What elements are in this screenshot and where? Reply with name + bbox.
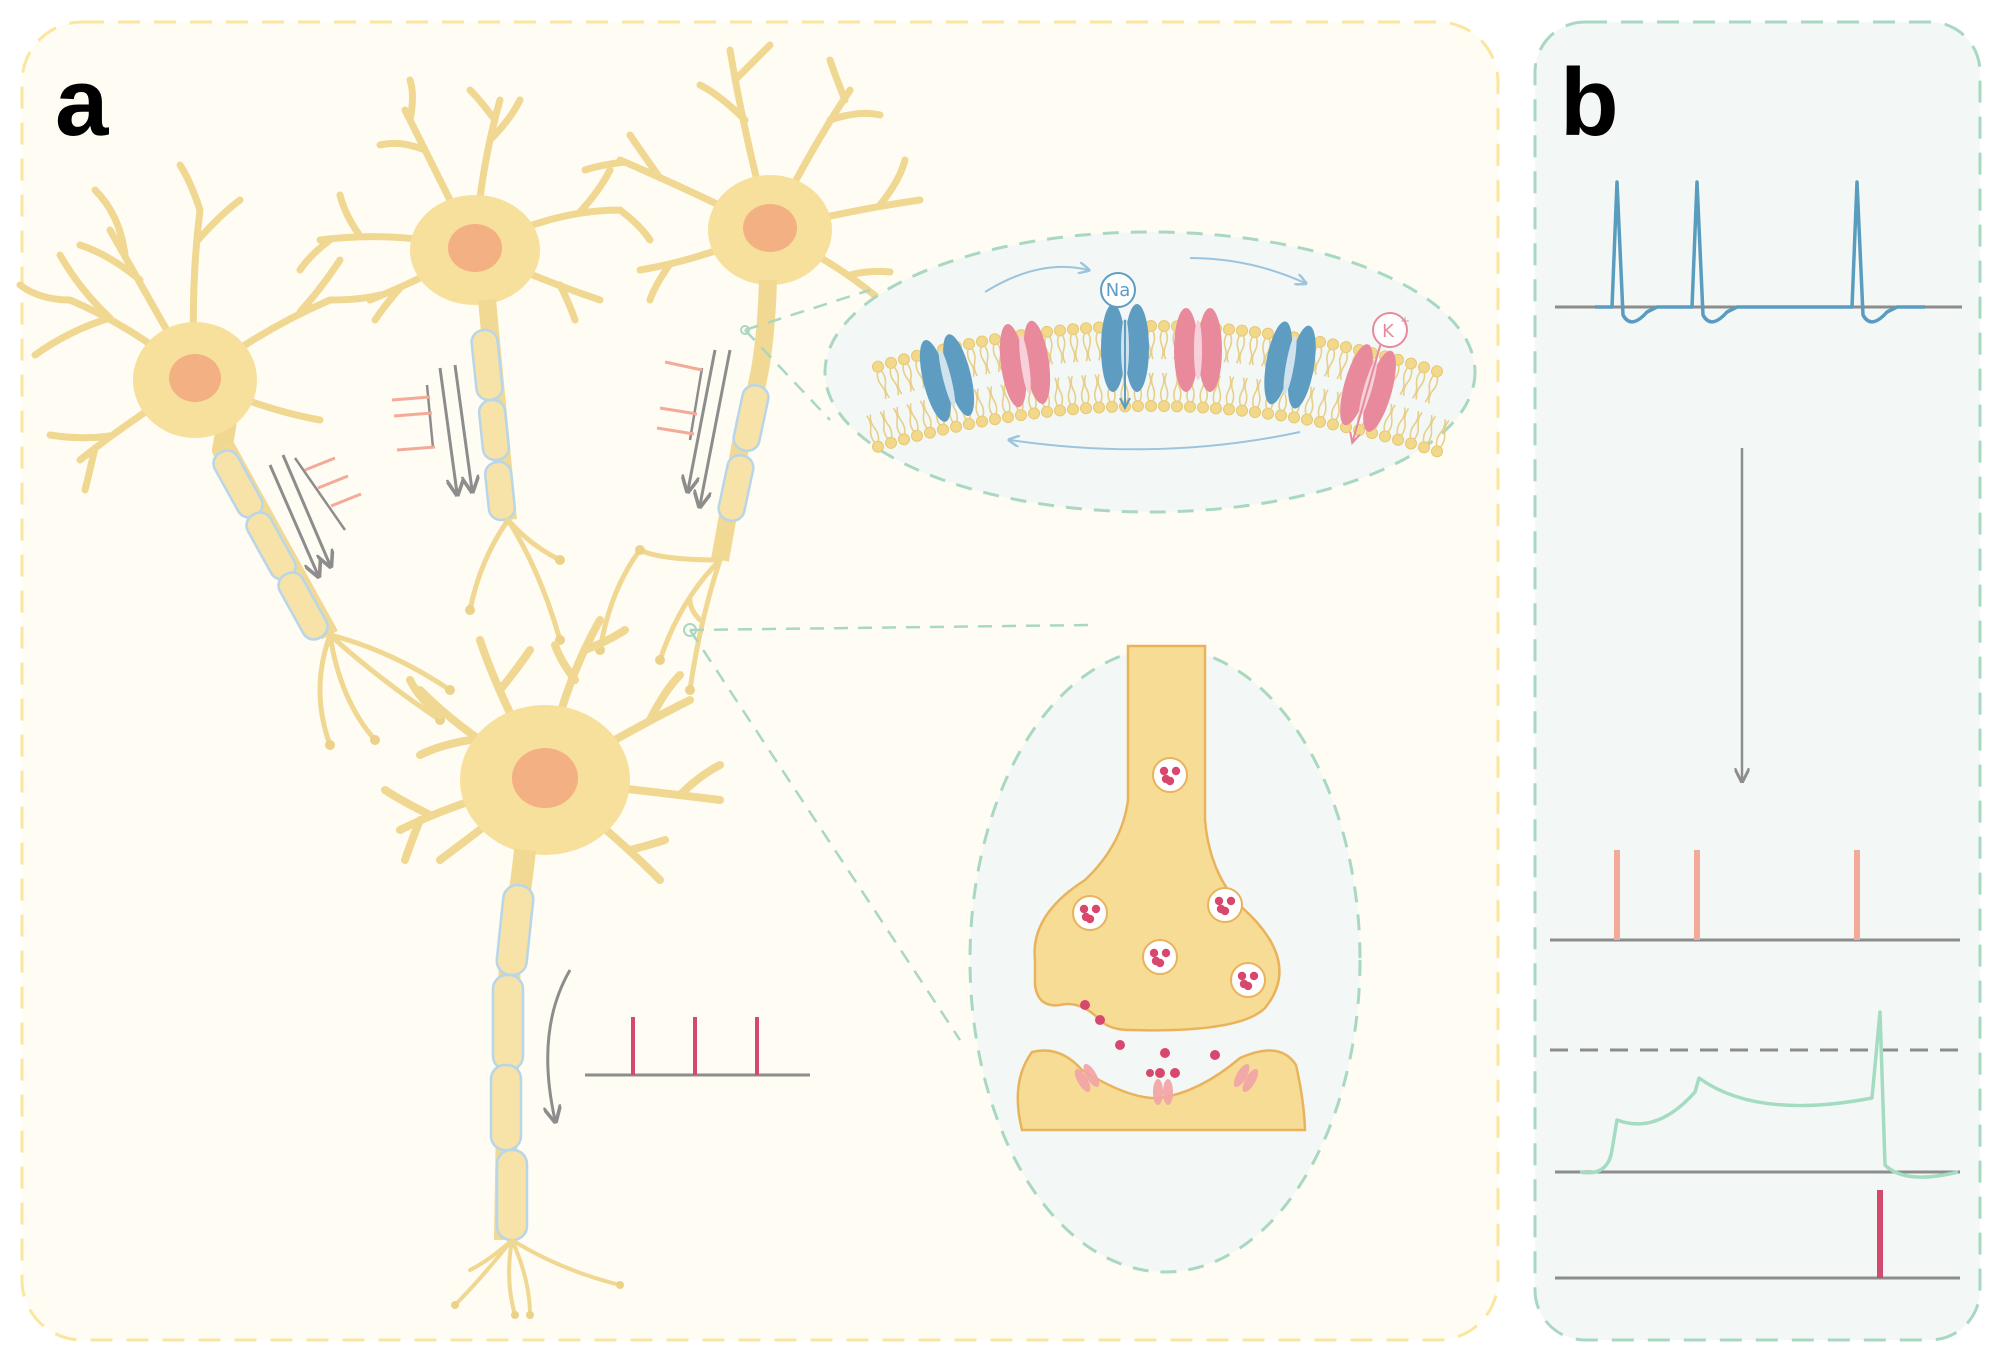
- presynaptic-terminal: [1033, 644, 1281, 1032]
- panel-b-frame: [1533, 20, 1982, 1342]
- panel-a-label: a: [55, 49, 109, 156]
- callout-lines: [688, 288, 1091, 1041]
- input-spikes-middle: [391, 384, 436, 452]
- neuron-left-nucleus: [169, 354, 221, 402]
- membrane-arrows: [984, 257, 1305, 451]
- input-spikes-right: [656, 360, 704, 441]
- sodium-ion-label: Na: [1106, 280, 1131, 301]
- membrane-callout: Na K +: [823, 230, 1477, 514]
- sodium-channel-3: [1264, 321, 1316, 409]
- converted-spike-train: [1614, 850, 1860, 940]
- vesicle-icon: [1207, 887, 1243, 923]
- input-spike-trace: [1595, 180, 1925, 324]
- sodium-channel-2: [1101, 304, 1149, 411]
- vesicle-icon: [1230, 962, 1266, 998]
- potassium-ion-icon: K +: [1372, 312, 1410, 348]
- membrane-potential-trace: [1579, 1010, 1959, 1179]
- vesicle-icon: [1152, 757, 1188, 793]
- panel-a: a: [16, 20, 1500, 1342]
- converging-terminals: [317, 517, 723, 748]
- neuron-right-axon: [711, 279, 777, 562]
- synapse-callout: [968, 644, 1362, 1274]
- panel-b: b: [1533, 20, 1982, 1342]
- neurotransmitters: [1080, 1000, 1220, 1078]
- neuron-bottom-axon: [489, 848, 536, 1242]
- neuron-right-nucleus: [743, 204, 797, 252]
- input-spikes-left: [293, 456, 362, 531]
- neuron-bottom-nucleus: [512, 748, 578, 808]
- receptors: [1074, 1063, 1259, 1105]
- potassium-channel-3: [1340, 334, 1396, 445]
- neuron-middle-axon: [470, 299, 517, 522]
- input-arrow-middle: [438, 364, 472, 493]
- vesicle-icon: [1072, 895, 1108, 931]
- panel-b-label: b: [1560, 49, 1619, 156]
- neuron-left-axon: [212, 440, 338, 641]
- output-arrow-bottom: [548, 969, 572, 1120]
- neuron-middle-nucleus: [448, 224, 502, 272]
- bottom-terminal-boutons: [451, 1281, 624, 1319]
- sodium-ion-icon: Na: [1100, 272, 1136, 308]
- potassium-channel-2: [1174, 308, 1222, 392]
- sodium-channel-1: [919, 334, 975, 422]
- vesicle-icon: [1142, 939, 1178, 975]
- potassium-ion-label: K: [1382, 321, 1395, 342]
- neuron-bottom-terminals: [453, 1238, 622, 1317]
- potassium-ion-charge: +: [1400, 314, 1410, 328]
- input-arrow-right: [688, 349, 732, 505]
- potassium-channel-1: [999, 320, 1051, 408]
- output-spike-train: [585, 1017, 810, 1077]
- callout-origin-membrane: [740, 325, 750, 335]
- synaptic-vesicles: [1072, 757, 1266, 998]
- input-arrow-left: [268, 454, 330, 575]
- callout-origin-synapse: [683, 623, 697, 637]
